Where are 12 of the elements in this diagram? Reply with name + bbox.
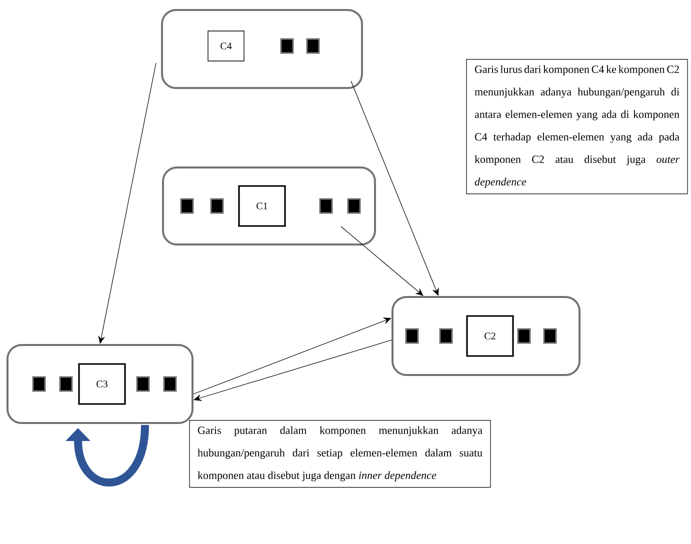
component-box: C4: [161, 9, 363, 89]
arrow: [98, 62, 156, 344]
component-box: C2: [392, 296, 580, 376]
component-box: C3: [6, 344, 194, 424]
arrow: [350, 80, 439, 296]
note-box: Garis putaran dalam komponen menunjukkan adanya hubungan/pengaruh dari setiap elemen-elemen dalam suatu komponen atau disebut juga dengan inner dependence: [189, 420, 491, 488]
loop-arrow: [66, 424, 149, 486]
component-box: C1: [162, 166, 376, 246]
arrow: [194, 340, 392, 402]
arrow: [340, 226, 424, 296]
note-box: Garis lurus dari komponen C4 ke komponen C2 menunjukkan adanya hubungan/pengaruh di antara elemen-elemen yang ada di komponen C4 terhadap elemen-elemen yang ada pada komponen C2 atau disebut juga outer dependence: [466, 59, 688, 194]
arrow: [193, 318, 392, 394]
